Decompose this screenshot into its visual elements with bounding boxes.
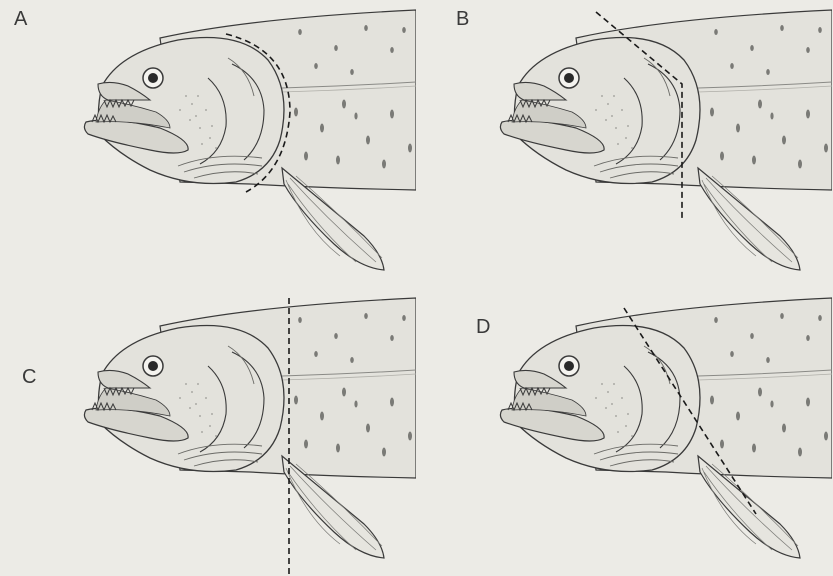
panel-c: C: [0, 288, 416, 576]
fish-head-diagram: [416, 288, 832, 576]
panel-a: A: [0, 0, 416, 288]
panel-b: B: [416, 0, 832, 288]
pupil: [148, 361, 158, 371]
panel-d: D: [416, 288, 832, 576]
fish-head-diagram: [0, 288, 416, 576]
pupil: [148, 73, 158, 83]
fish-head-diagram: [0, 0, 416, 288]
pupil: [564, 361, 574, 371]
fish-head-diagram: [416, 0, 832, 288]
pupil: [564, 73, 574, 83]
